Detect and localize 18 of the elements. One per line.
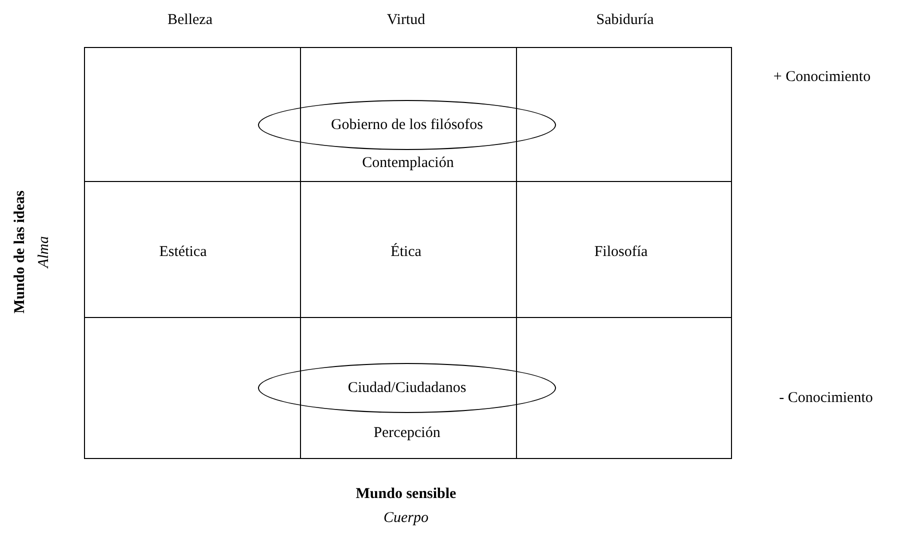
ellipse-text: Gobierno de los filósofos xyxy=(330,116,484,135)
cell-text: Contemplación xyxy=(362,154,454,172)
axis-subtitle: Cuerpo xyxy=(384,509,428,527)
column-heading: Virtud xyxy=(386,11,426,29)
ellipse xyxy=(258,363,556,413)
row-note: - Conocimiento xyxy=(779,389,873,407)
cell-text: Estética xyxy=(159,243,207,261)
column-heading: Belleza xyxy=(168,11,212,29)
cell-text: Filosofía xyxy=(594,243,648,261)
ellipse-text: Ciudad/Ciudadanos xyxy=(348,379,466,398)
row-note: + Conocimiento xyxy=(773,68,871,86)
cell-text: Percepción xyxy=(374,424,440,442)
axis-title: Mundo sensible xyxy=(356,485,456,503)
ellipse xyxy=(258,100,556,150)
axis-subtitle: Alma xyxy=(35,236,53,268)
column-heading: Sabiduría xyxy=(596,11,654,29)
axis-title: Mundo de las ideas xyxy=(11,190,29,314)
cell-text: Ética xyxy=(390,243,422,261)
